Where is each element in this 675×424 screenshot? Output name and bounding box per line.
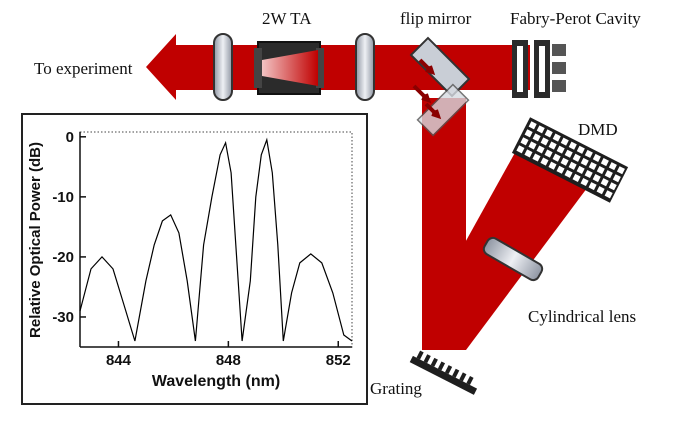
chart-plot-area <box>79 131 353 348</box>
dmd-mirror-pixel <box>544 129 553 138</box>
dmd-mirror-pixel <box>560 157 569 166</box>
dmd-mirror-pixel <box>588 161 597 171</box>
dmd-mirror-pixel <box>584 149 593 158</box>
y-tick-label: -20 <box>52 249 74 266</box>
flip-arrow-icon <box>424 102 442 120</box>
dmd-mirror-pixel <box>536 125 545 134</box>
dmd-mirror-pixel <box>568 141 577 150</box>
dmd-mirror-pixel <box>604 170 613 179</box>
dmd-mirror-pixel <box>596 166 605 175</box>
dmd-mirror-pixel <box>596 186 605 195</box>
dmd-mirror-pixel <box>520 137 529 146</box>
grating-tooth <box>423 354 431 364</box>
y-tick-label: 0 <box>66 129 74 146</box>
label-fabry-perot: Fabry-Perot Cavity <box>510 9 641 28</box>
flip-arrow-icon <box>412 84 432 104</box>
flip-mirror-upper <box>409 36 471 98</box>
x-tick-label: 852 <box>326 352 351 369</box>
dmd-mirror-pixel <box>576 145 585 154</box>
grating-tooth <box>437 361 446 371</box>
dmd-mirror-pixel <box>528 141 537 150</box>
flip-mirror-lower <box>416 83 470 137</box>
dmd-mirror-pixel <box>600 158 609 167</box>
dmd-mirror-pixel <box>584 169 593 179</box>
dmd-mirror-pixel <box>576 165 585 174</box>
beam-to-experiment <box>146 34 530 100</box>
label-cylindrical-lens: Cylindrical lens <box>528 307 636 326</box>
y-tick-label: -30 <box>52 309 74 326</box>
dmd-mirror-pixel <box>604 190 613 199</box>
grating-tooth <box>452 368 460 378</box>
spectrum-series-line <box>79 137 353 342</box>
dmd-mirror-pixel <box>608 162 617 171</box>
cylindrical-lens <box>482 236 544 282</box>
dmd-mirror-pixel <box>568 161 577 170</box>
grating-tooth <box>466 376 474 385</box>
dmd-mirror-pixel <box>548 141 557 150</box>
grating-tooth <box>416 350 424 360</box>
dmd-mirror-pixel <box>572 153 581 162</box>
lens-left <box>213 33 233 101</box>
dmd-mirror-pixel <box>580 177 589 187</box>
dmd-mirror-pixel <box>548 161 557 170</box>
dmd-device <box>511 117 629 203</box>
flip-arrow-icon <box>418 58 436 76</box>
grating-tooth <box>444 365 453 375</box>
chart-ylabel: Relative Optical Power (dB) <box>27 142 44 338</box>
label-grating: Grating <box>370 379 422 398</box>
dmd-mirror-pixel <box>532 153 541 162</box>
label-flip-mirror: flip mirror <box>400 9 472 28</box>
dmd-mirror-pixel <box>524 149 533 158</box>
dmd-mirror-pixel <box>556 145 565 154</box>
dmd-mirror-pixel <box>544 149 553 158</box>
dmd-mirror-pixel <box>608 182 617 191</box>
dmd-mirror-pixel <box>552 133 561 142</box>
dmd-mirror-pixel <box>564 169 573 178</box>
dmd-mirror-pixel <box>580 157 589 166</box>
dmd-mirror-pixel <box>528 121 537 130</box>
dmd-mirror-pixel <box>540 137 549 146</box>
dmd-mirror-pixel <box>572 173 581 182</box>
dmd-mirror-pixel <box>592 174 601 183</box>
lens-right <box>355 33 375 101</box>
dmd-mirror-pixel <box>588 182 597 191</box>
grating <box>409 350 478 395</box>
dmd-mirror-pixel <box>616 166 625 175</box>
dmd-mirror-pixel <box>536 145 545 154</box>
dmd-mirror-pixel <box>524 129 533 138</box>
x-tick-label: 844 <box>106 352 132 369</box>
dmd-mirror-pixel <box>556 165 565 174</box>
dmd-mirror-pixel <box>540 157 549 166</box>
dmd-mirror-pixel <box>516 145 525 154</box>
grating-tooth <box>459 372 467 382</box>
y-tick-label: -10 <box>52 189 74 206</box>
label-dmd: DMD <box>578 120 618 139</box>
grating-tooth <box>430 357 438 367</box>
dmd-mirror-pixel <box>560 137 569 146</box>
x-tick-label: 848 <box>216 352 241 369</box>
dmd-mirror-pixel <box>600 178 609 187</box>
chart-xlabel: Wavelength (nm) <box>152 373 280 390</box>
spectrum-chart: 844 848 852 0 -10 -20 -30 Wavelength (nm) Rela… <box>21 113 368 405</box>
label-to-experiment: To experiment <box>34 59 133 78</box>
tapered-amplifier <box>254 41 324 95</box>
dmd-mirror-pixel <box>564 149 573 158</box>
label-ta: 2W TA <box>262 9 312 28</box>
dmd-mirror-pixel <box>592 153 601 163</box>
beam-diagonal <box>422 122 608 350</box>
dmd-mirror-pixel <box>552 153 561 162</box>
fabry-perot-cavity <box>512 40 566 98</box>
dmd-mirror-pixel <box>612 174 621 183</box>
dmd-mirror-pixel <box>532 133 541 142</box>
